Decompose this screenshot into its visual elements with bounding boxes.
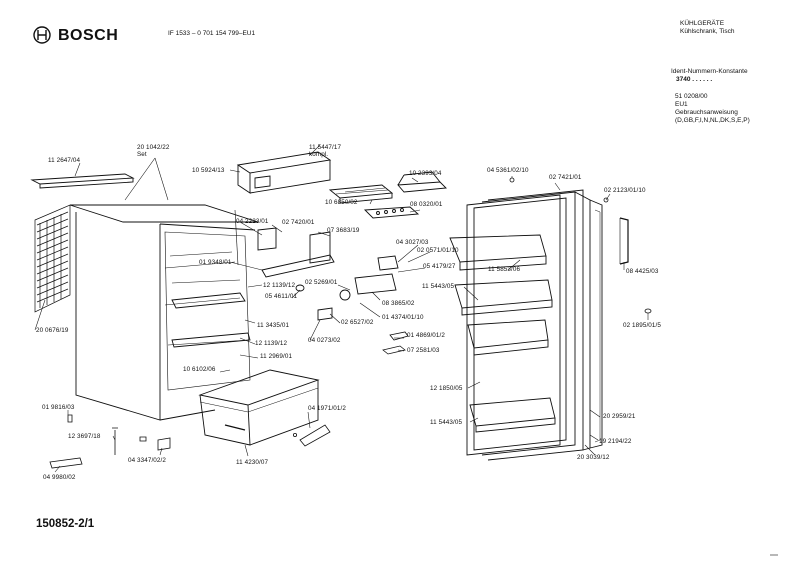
part-label: 02 7421/01 — [549, 174, 582, 181]
part-label: 01 4869/01/2 — [407, 332, 445, 339]
part-label: 12 1850/05 — [430, 385, 463, 392]
category-title: KÜHLGERÄTE — [680, 20, 725, 27]
part-label: 08 0320/01 — [410, 201, 443, 208]
part-label: 11 4230/07 — [236, 459, 269, 466]
part-label: 11 5447/17 — [309, 144, 342, 151]
part-label: 07 2581/03 — [407, 347, 440, 354]
part-label: 04 1971/01/2 — [308, 405, 346, 412]
part-label: 05 4611/01 — [265, 293, 298, 300]
part-label: 04 2223/01 — [236, 218, 269, 225]
part-label: 01 9348/01 — [199, 259, 232, 266]
condenser-coil — [34, 204, 71, 313]
manual-variant: EU1 — [675, 101, 688, 108]
part-label: 01 9816/03 — [42, 404, 75, 411]
part-label: 05 4179/27 — [423, 263, 456, 270]
part-label: 20 0676/19 — [36, 327, 69, 334]
part-label: 10 5924/13 — [192, 167, 225, 174]
part-label: 02 7420/01 — [282, 219, 315, 226]
ident-title: Ident-Nummern-Konstante — [671, 68, 748, 75]
thermostat-assembly — [257, 227, 399, 321]
part-label: 04 5361/02/10 — [487, 167, 529, 174]
part-label: 11 5853/06 — [488, 266, 521, 273]
part-label: 04 3347/02/2 — [128, 457, 166, 464]
part-label: 20 3039/12 — [577, 454, 610, 461]
egg-tray — [363, 206, 420, 219]
part-label: 10 2393/04 — [409, 170, 442, 177]
category-subtitle: Kühlschrank, Tisch — [680, 28, 735, 35]
cabinet-body — [69, 204, 259, 421]
part-label: 12 1139/12 — [263, 282, 296, 289]
manual-title: Gebrauchsanweisung — [675, 109, 738, 116]
freezer-compartment — [236, 151, 332, 194]
manual-languages: (D,GB,F,I,N,NL,DK,S,E,P) — [675, 117, 750, 124]
part-label: 12 1139/12 — [255, 340, 288, 347]
part-label: 12 3697/18 — [68, 433, 101, 440]
manual-number: 51 0208/00 — [675, 93, 708, 100]
part-label: 20 1042/22 — [137, 144, 170, 151]
part-label: 11 3435/01 — [257, 322, 290, 329]
part-label: 11 5443/05 — [430, 419, 463, 426]
part-label: 20 2959/21 — [603, 413, 636, 420]
part-label: 11 2647/04 — [48, 157, 81, 164]
part-label: 11 2969/01 — [260, 353, 293, 360]
part-label: 01 4374/01/10 — [382, 314, 424, 321]
small-fittings — [49, 177, 652, 469]
part-label: 02 5269/01 — [305, 279, 338, 286]
vegetable-crisper — [198, 369, 320, 446]
part-label: 02 6527/02 — [341, 319, 374, 326]
bosch-logo-icon — [33, 26, 51, 44]
document-number: 150852-2/1 — [36, 518, 95, 530]
part-label: 19 2194/22 — [599, 438, 632, 445]
ice-tray — [328, 184, 394, 204]
top-rail-part — [30, 173, 135, 189]
part-label: kompl. — [309, 151, 329, 158]
part-label: 02 0571/01/10 — [417, 247, 459, 254]
door-assembly — [449, 189, 629, 461]
brand-name: BOSCH — [58, 27, 119, 44]
part-label: 11 5443/05 — [422, 283, 455, 290]
ident-value: 3740 . . . . . . — [676, 76, 713, 83]
butter-dish — [397, 171, 447, 193]
part-label: 02 2123/01/10 — [604, 187, 646, 194]
part-label: 07 3683/19 — [327, 227, 360, 234]
part-label: 04 9980/02 — [43, 474, 76, 481]
model-number: IF 1533 – 0 701 154 799–EU1 — [168, 30, 256, 37]
part-label: Set — [137, 151, 147, 158]
part-label: 08 4425/03 — [626, 268, 659, 275]
part-label: 10 6850/02 — [325, 199, 358, 206]
leader-lines — [34, 144, 649, 473]
part-label: 02 1895/01/5 — [623, 322, 661, 329]
part-label: 04 3027/03 — [396, 239, 429, 246]
part-label: 08 3865/02 — [382, 300, 415, 307]
part-label: 04 0273/02 — [308, 337, 341, 344]
part-label: 10 6102/06 — [183, 366, 216, 373]
